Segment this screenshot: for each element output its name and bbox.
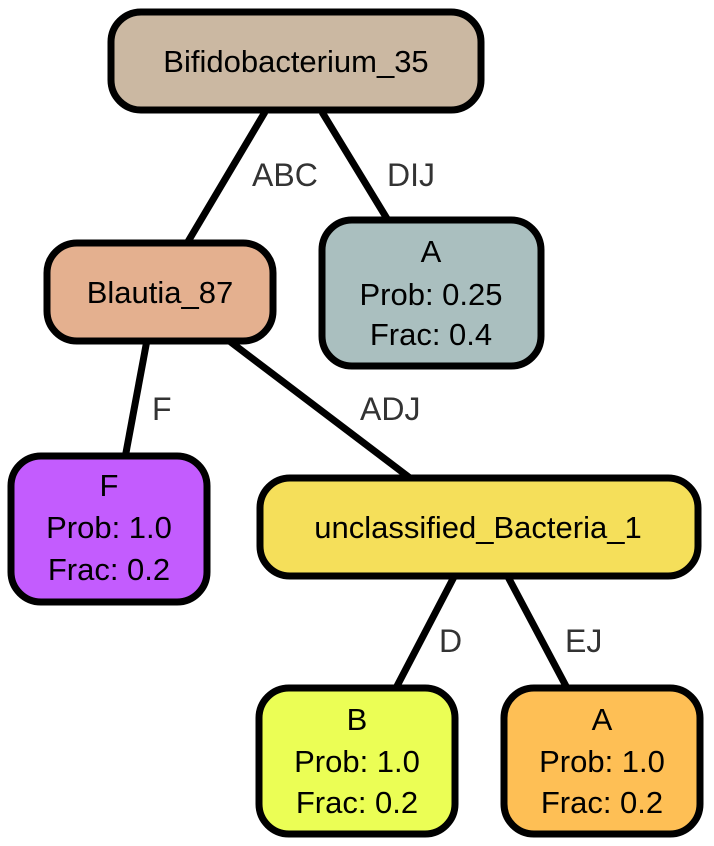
node-label: A xyxy=(421,234,442,269)
node-box-unclassified xyxy=(256,474,702,580)
node-box-leaf-a1 xyxy=(318,216,545,370)
node-label: B xyxy=(347,702,368,737)
node-box-leaf-a2 xyxy=(500,684,704,838)
node-label: F xyxy=(100,468,119,503)
node-label: Bifidobacterium_35 xyxy=(163,44,428,79)
node-box-leaf-f xyxy=(7,452,211,606)
node-box-leaf-b xyxy=(255,684,459,838)
node-prob: Prob: 0.25 xyxy=(359,277,502,312)
node-root: Bifidobacterium_35 xyxy=(107,8,485,114)
edges xyxy=(121,110,571,690)
node-box-blautia xyxy=(43,239,277,345)
node-leaf-a2: A Prob: 1.0 Frac: 0.2 xyxy=(500,684,704,838)
node-prob: Prob: 1.0 xyxy=(46,510,172,545)
node-label: Blautia_87 xyxy=(87,275,234,310)
edge-blautia-unclass xyxy=(225,337,413,481)
node-prob: Prob: 1.0 xyxy=(294,744,420,779)
node-frac: Frac: 0.4 xyxy=(370,317,492,352)
node-leaf-a1: A Prob: 0.25 Frac: 0.4 xyxy=(318,216,545,370)
edge-label-d: D xyxy=(439,623,462,659)
node-box-root xyxy=(107,8,485,114)
node-leaf-f: F Prob: 1.0 Frac: 0.2 xyxy=(7,452,211,606)
node-label: A xyxy=(592,702,613,737)
node-unclassified: unclassified_Bacteria_1 xyxy=(256,474,702,580)
edge-label-dij: DIJ xyxy=(387,157,435,193)
edge-unclass-leafB xyxy=(392,573,459,690)
node-frac: Frac: 0.2 xyxy=(296,785,418,820)
edge-label-abc: ABC xyxy=(252,157,318,193)
edge-root-blautia xyxy=(182,110,269,247)
node-blautia: Blautia_87 xyxy=(43,239,277,345)
edge-label-f: F xyxy=(152,391,172,427)
edge-root-leafA1 xyxy=(319,110,392,224)
node-label: unclassified_Bacteria_1 xyxy=(314,510,641,545)
edge-labels: ABC DIJ F ADJ D EJ xyxy=(152,157,602,659)
edge-blautia-leafF xyxy=(121,339,151,459)
node-leaf-b: B Prob: 1.0 Frac: 0.2 xyxy=(255,684,459,838)
edge-unclass-leafA2 xyxy=(503,573,571,690)
edge-label-adj: ADJ xyxy=(360,391,420,427)
node-prob: Prob: 1.0 xyxy=(539,744,665,779)
edge-label-ej: EJ xyxy=(565,623,602,659)
node-frac: Frac: 0.2 xyxy=(541,785,663,820)
node-frac: Frac: 0.2 xyxy=(48,552,170,587)
